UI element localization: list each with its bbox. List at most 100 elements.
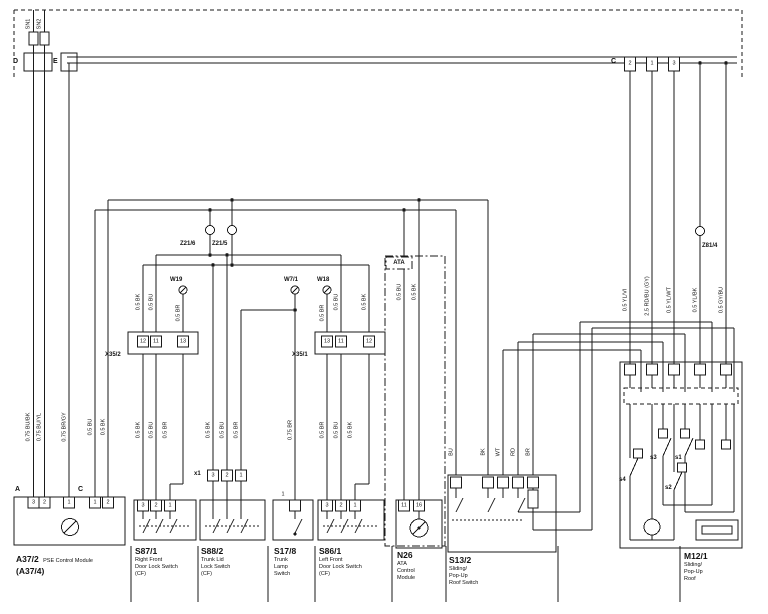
x35-1-pin-number: 13 <box>323 337 331 344</box>
splice-z81-4-symbol <box>695 226 705 236</box>
ata-boundary-label: ATA <box>393 260 405 266</box>
connector-x35-2-box <box>127 331 199 355</box>
a37-2-pin-number: 2 <box>106 498 110 505</box>
wire-label: 0.5 BK <box>134 421 141 439</box>
wire-label: 0.5 BR <box>232 421 239 439</box>
n26-desc: ATA <box>397 560 407 567</box>
s17-8-desc: Lamp <box>274 563 288 570</box>
component-label-s17-8: S17/8 Trunk Lamp Switch <box>274 546 297 578</box>
m12-1-id: M12/1 <box>684 551 708 561</box>
ground-label-w19: W19 <box>170 277 183 283</box>
s13-2-desc: Pop-Up <box>449 572 468 579</box>
wire-label: 0.5 BU <box>147 293 154 311</box>
m12-1-motor-symbol <box>643 518 661 536</box>
a37-2-pin-number: 1 <box>93 498 97 505</box>
wire-label: 0.5 BU <box>147 421 154 439</box>
ground-label-w18: W18 <box>317 277 330 283</box>
connector-e-box <box>60 52 78 72</box>
s17-8-id: S17/8 <box>274 546 297 556</box>
a37-2-alt-id: (A37/4) <box>16 566 45 576</box>
x35-2-pin-number: 11 <box>153 337 159 344</box>
m12-1-switch-s4-label: s4 <box>619 477 626 483</box>
wire-label: 0.5 BR <box>318 421 325 439</box>
component-a37-2-box <box>13 496 126 546</box>
wire-label: 0.5 YL/BK <box>691 287 698 313</box>
component-label-s13-2: S13/2 Sliding/ Pop-Up Roof Switch <box>449 555 478 587</box>
a37-2-pin-number: 2 <box>42 498 47 505</box>
s86-1-pin-number: 2 <box>339 501 343 508</box>
connector-c-label: C <box>611 58 617 65</box>
splice-label-z81-4: Z81/4 <box>702 243 718 249</box>
s13-2-desc: Sliding/ <box>449 565 468 572</box>
harness-boundary <box>13 9 743 80</box>
ground-label-w7-1: W7/1 <box>284 277 299 283</box>
s17-8-desc: Switch <box>274 571 291 578</box>
ata-label-box <box>385 256 413 270</box>
a37-2-pin-number: 1 <box>67 498 71 505</box>
wire-label: BU <box>447 448 454 456</box>
wire-label: 0.5 BK <box>346 421 353 439</box>
s13-2-resistor <box>527 489 539 509</box>
connector-c-pin-3: 3 <box>672 60 676 67</box>
wire-label: 0.5 BR <box>174 304 181 322</box>
s88-2-pin-number: 3 <box>211 471 215 478</box>
s87-1-desc: Right Front <box>135 556 163 563</box>
n26-pin-number: 11 <box>401 501 407 508</box>
power-bus-lines <box>67 56 737 64</box>
wire-label: 0.5 BK <box>99 418 106 436</box>
component-label-n26: N26 ATA Control Module <box>397 550 415 582</box>
right-feed-wires <box>624 56 728 364</box>
m12-1-switch-s2-label: s2 <box>665 485 672 491</box>
ata-system-boundary <box>384 255 446 547</box>
wire-label: 0.5 BR <box>161 421 168 439</box>
component-label-s88-2: S88/2 Trunk Lid Lock Switch (CF) <box>201 546 231 578</box>
component-label-s86-1: S86/1 Left Front Door Lock Switch (CF) <box>319 546 362 578</box>
x35-2-pin-number: 12 <box>139 337 147 344</box>
n26-desc: Control <box>397 567 415 574</box>
n26-pin-number: 16 <box>415 501 423 508</box>
connector-label-x35-2: X35/2 <box>105 352 121 358</box>
wire-label: 0.5 BU <box>332 293 339 311</box>
connector-c-pin-2: 2 <box>628 60 632 67</box>
m12-1-desc: Pop-Up <box>684 568 703 575</box>
wire-label: 0.75 BR <box>286 420 293 440</box>
fuse-label-sn2: SN2 <box>36 18 43 30</box>
s88-2-desc: Lock Switch <box>201 563 231 570</box>
splice-label-z21-5: Z21/5 <box>212 241 228 247</box>
s17-8-desc: Trunk <box>274 556 288 563</box>
s86-1-id: S86/1 <box>319 546 342 556</box>
component-label-s87-1: S87/1 Right Front Door Lock Switch (CF) <box>135 546 178 578</box>
m12-1-desc: Sliding/ <box>684 561 703 568</box>
roof-wiring-nest <box>502 321 735 531</box>
connector-d-box <box>23 52 53 72</box>
s87-1-pin-number: 1 <box>168 501 172 508</box>
connector-label-x35-1: X35/1 <box>292 352 308 358</box>
component-label-m12-1: M12/1 Sliding/ Pop-Up Roof <box>684 551 708 583</box>
x35-2-pin-number: 13 <box>179 337 187 344</box>
wire-label: 2.5 RD/BU (GY) <box>643 276 650 316</box>
s86-1-desc: Left Front <box>319 556 343 563</box>
left-feed-wires <box>23 10 78 497</box>
wire-label: 0.5 BU <box>395 283 402 301</box>
a37-2-connector-c-label: C <box>78 486 84 493</box>
a37-2-id: A37/2 <box>16 554 39 564</box>
splice-label-z21-6: Z21/6 <box>180 241 196 247</box>
splice-z21-6-symbol <box>205 225 215 235</box>
wire-label: 0.75 BU/YL <box>36 412 43 442</box>
m12-1-inner-connector <box>623 387 739 405</box>
n26-id: N26 <box>397 550 413 560</box>
component-s86-1-box <box>317 354 385 541</box>
connector-d-label: D <box>13 58 19 65</box>
wire-label: 0.5 BK <box>204 421 211 439</box>
s88-2-pin-number: 1 <box>239 471 243 478</box>
m12-1-desc: Roof <box>684 576 696 583</box>
s86-1-desc: (CF) <box>319 571 330 578</box>
a37-2-connector-a-label: A <box>15 486 21 493</box>
wire-label: 0.5 GY/BU <box>717 286 724 314</box>
s13-2-id: S13/2 <box>449 555 472 565</box>
component-s13-2-box <box>447 474 557 553</box>
m12-1-roof-panel <box>695 519 739 541</box>
s88-2-pin-number: 2 <box>225 471 229 478</box>
component-label-a37-2: A37/2 PSE Control Module (A37/4) <box>16 549 93 577</box>
